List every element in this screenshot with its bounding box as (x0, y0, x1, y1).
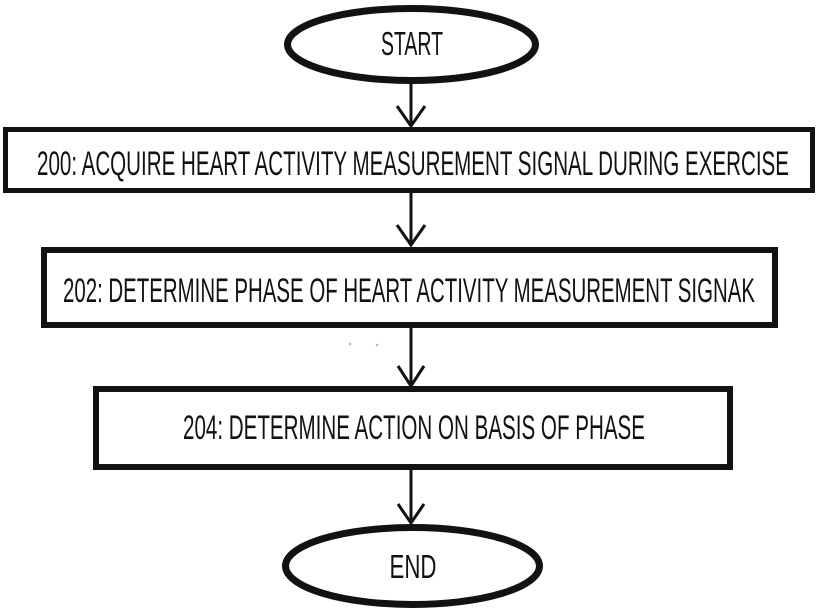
edge-200-to-202 (395, 193, 427, 248)
edge-202-to-204 (396, 328, 426, 389)
edge-204-to-end (396, 470, 426, 526)
step200-box (3, 127, 815, 193)
start-ellipse (284, 5, 539, 84)
node-step204: 204: DETERMINE ACTION ON BASIS OF PHASE (93, 386, 733, 470)
arrow-down-icon (396, 503, 426, 526)
step202-label: 202: DETERMINE PHASE OF HEART ACTIVITY M… (63, 272, 755, 310)
start-label: START (381, 25, 443, 62)
scan-artifact-dot (375, 343, 379, 347)
arrow-down-icon (395, 224, 427, 248)
node-start: START (284, 5, 539, 84)
scan-artifact-dot (348, 342, 352, 346)
step200-label: 200: ACQUIRE HEART ACTIVITY MEASUREMENT … (37, 145, 789, 183)
step202-box (41, 247, 778, 328)
step204-label: 204: DETERMINE ACTION ON BASIS OF PHASE (183, 409, 645, 447)
step204-box (93, 386, 733, 470)
node-step202: 202: DETERMINE PHASE OF HEART ACTIVITY M… (41, 247, 778, 328)
end-label: END (390, 548, 437, 585)
edge-start-to-200 (395, 83, 427, 129)
node-end: END (282, 524, 543, 608)
node-step200: 200: ACQUIRE HEART ACTIVITY MEASUREMENT … (3, 127, 815, 193)
end-ellipse (282, 524, 543, 608)
arrow-down-icon (395, 105, 427, 129)
